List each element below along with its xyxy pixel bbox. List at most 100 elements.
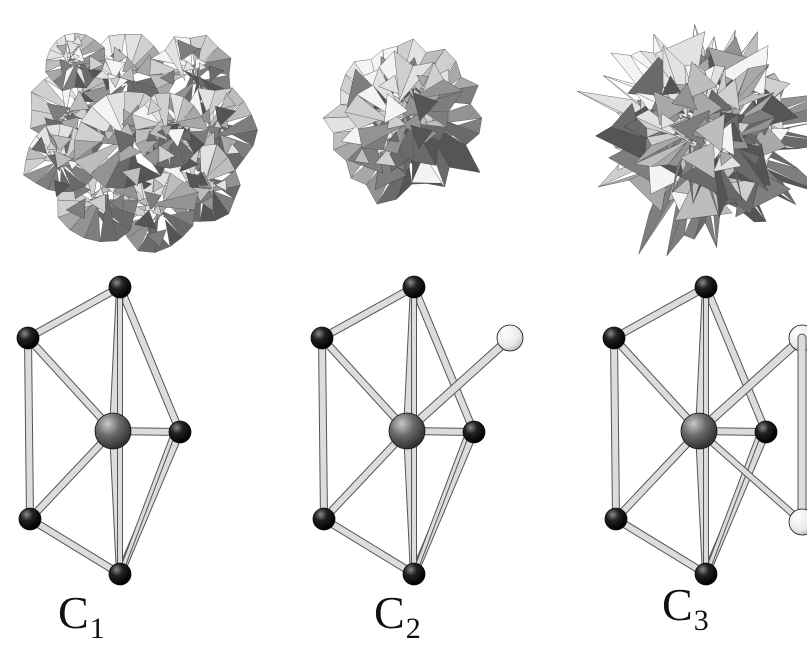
- surface-facet: [51, 134, 73, 152]
- ball-stick-model-c3: [602, 275, 807, 586]
- ball-stick-model-c1: [16, 275, 192, 586]
- surface-facet: [68, 90, 90, 112]
- bond: [696, 428, 805, 525]
- surface-facet: [144, 191, 162, 211]
- surface-facet: [679, 141, 716, 180]
- white-atom: [496, 324, 524, 352]
- surface-facet: [384, 93, 409, 124]
- dark-atom: [310, 326, 334, 350]
- surface-facet: [661, 75, 681, 96]
- bond: [117, 284, 183, 435]
- surface-facet: [73, 53, 80, 60]
- label-c1: C1: [58, 590, 105, 644]
- surface-facet: [179, 127, 192, 143]
- surface-facet: [59, 58, 72, 74]
- surface-facet: [174, 96, 195, 130]
- bond: [611, 335, 619, 522]
- label-c2: C2: [374, 590, 421, 644]
- dark-atom: [18, 507, 42, 531]
- surface-facet: [412, 92, 438, 122]
- surface-facet: [65, 198, 86, 220]
- surface-facet: [213, 119, 223, 129]
- bond: [319, 284, 417, 341]
- bond: [25, 335, 33, 522]
- surface-facet: [354, 147, 370, 164]
- surface-facet: [158, 209, 194, 238]
- surface-facet: [141, 180, 152, 190]
- bond: [613, 516, 709, 577]
- center-atom: [388, 412, 426, 450]
- surface-facet: [54, 180, 71, 198]
- bond: [321, 428, 410, 522]
- surface-facet: [182, 60, 196, 72]
- surface-facet: [728, 178, 758, 203]
- surface-facet: [54, 150, 73, 169]
- surface-facet: [134, 210, 157, 230]
- label-c3: C3: [662, 579, 709, 636]
- surface-facet: [103, 130, 116, 142]
- surface-facet: [110, 194, 124, 213]
- surface-facet: [198, 62, 208, 72]
- surface-facet: [46, 103, 71, 124]
- bond: [611, 335, 702, 434]
- surface-facet: [72, 34, 83, 46]
- surface-facet: [226, 143, 240, 155]
- surface-facet: [633, 137, 694, 167]
- surface-facet: [145, 229, 167, 248]
- surface-facet: [344, 94, 393, 124]
- dark-atom: [754, 420, 778, 444]
- surface-facet: [164, 219, 183, 247]
- dark-atom: [402, 275, 426, 299]
- dark-atom: [108, 275, 132, 299]
- bond: [319, 335, 410, 434]
- surface-facet: [648, 158, 684, 195]
- surface-facet: [215, 105, 237, 128]
- surface-facet: [208, 65, 225, 82]
- dark-atom: [108, 562, 132, 586]
- dark-atom: [462, 420, 486, 444]
- surface-facet: [209, 114, 258, 140]
- dark-atom: [602, 326, 626, 350]
- center-atom: [680, 412, 718, 450]
- surface-facet: [69, 46, 85, 63]
- bond: [319, 335, 327, 522]
- bond: [703, 284, 769, 435]
- surface-facet: [104, 58, 126, 81]
- surface-facet: [719, 151, 735, 167]
- surface-facet: [45, 59, 72, 73]
- surface-facet: [151, 204, 162, 217]
- label-c2-index: 2: [405, 612, 421, 645]
- bond: [403, 334, 514, 435]
- bond: [25, 284, 123, 341]
- surface-facet: [671, 82, 698, 110]
- surface-facet: [215, 179, 227, 192]
- dark-atom: [694, 562, 718, 586]
- dark-atom: [16, 326, 40, 350]
- dark-atom: [312, 507, 336, 531]
- surface-facet: [674, 173, 733, 221]
- bond: [611, 284, 709, 341]
- surface-facet: [164, 128, 185, 148]
- bond: [27, 516, 123, 577]
- surface-facet: [410, 124, 433, 150]
- surface-facet: [177, 39, 200, 61]
- bond: [695, 334, 806, 435]
- surface-facet: [160, 124, 173, 137]
- label-c3-letter: C: [662, 579, 693, 630]
- bond: [416, 430, 470, 566]
- surface-facet: [356, 84, 394, 118]
- center-atom: [94, 412, 132, 450]
- surface-facet: [684, 61, 718, 101]
- ball-stick-model-c2: [310, 275, 524, 586]
- surface-facet: [694, 113, 726, 153]
- surface-facet: [121, 166, 141, 187]
- surface-facet: [158, 144, 176, 164]
- surface-facet: [152, 177, 165, 193]
- surface-facet: [164, 36, 186, 81]
- surface-facet: [661, 112, 676, 129]
- surface-facet: [89, 55, 105, 71]
- surface-facet: [408, 79, 464, 101]
- bond: [25, 335, 116, 434]
- surface-c3-cluster: [577, 24, 807, 256]
- surface-facet: [147, 98, 162, 116]
